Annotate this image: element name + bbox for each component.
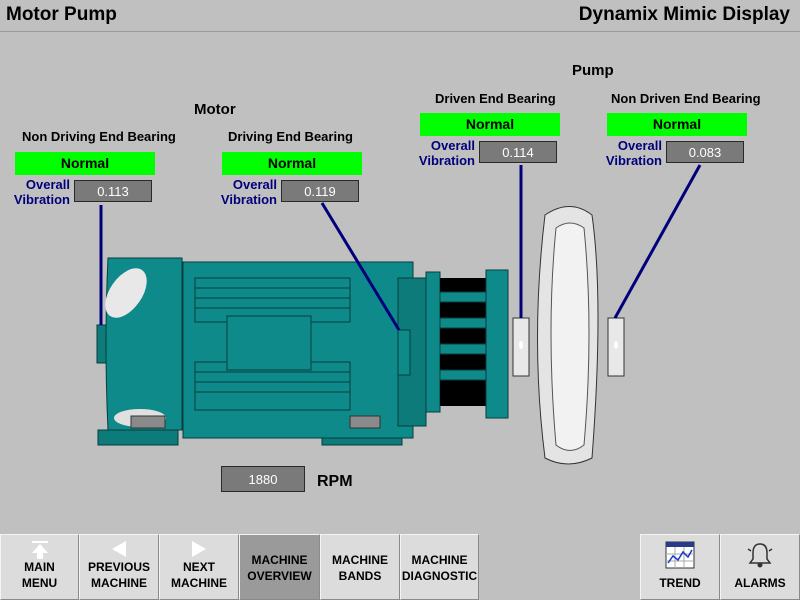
fan-highlight-top bbox=[105, 268, 147, 318]
vibration-value-de[interactable]: 0.119 bbox=[281, 180, 359, 202]
machine-diagnostic-label: MACHINE DIAGNOSTIC bbox=[401, 553, 478, 583]
motor-foot-left bbox=[97, 429, 179, 446]
coupling-hub-left bbox=[425, 271, 441, 413]
main-menu-button[interactable]: MAIN MENU bbox=[0, 534, 79, 600]
link-line-de-bearing bbox=[320, 202, 401, 331]
next-machine-button[interactable]: NEXT MACHINE bbox=[159, 534, 239, 600]
coupling-hub-right bbox=[485, 269, 509, 419]
vibration-value-nde[interactable]: 0.113 bbox=[74, 180, 152, 202]
main-menu-label: MAIN MENU bbox=[21, 560, 58, 590]
previous-machine-label: PREVIOUS MACHINE bbox=[87, 560, 150, 590]
previous-machine-button[interactable]: PREVIOUS MACHINE bbox=[79, 534, 159, 600]
rpm-label: RPM bbox=[317, 473, 353, 490]
trend-label: TREND bbox=[659, 576, 701, 590]
pump-section-label: Pump bbox=[572, 62, 614, 79]
motor-plate-left bbox=[130, 415, 166, 429]
machine-overview-tab[interactable]: MACHINE OVERVIEW bbox=[239, 534, 320, 600]
machine-bands-label: MACHINE BANDS bbox=[332, 553, 388, 583]
link-line-non-driven-end bbox=[613, 164, 702, 319]
vibration-value-non-driven-end[interactable]: 0.083 bbox=[666, 141, 744, 163]
bearing-name-de: Driving End Bearing bbox=[228, 129, 353, 144]
trend-button[interactable]: TREND bbox=[640, 534, 720, 600]
motor-pump-mimic bbox=[96, 164, 702, 465]
alarms-button[interactable]: ALARMS bbox=[720, 534, 800, 600]
status-badge-de[interactable]: Normal bbox=[222, 152, 362, 175]
machine-overview-label: MACHINE OVERVIEW bbox=[247, 553, 312, 583]
status-badge-driven-end[interactable]: Normal bbox=[420, 113, 560, 136]
bearing-name-nde: Non Driving End Bearing bbox=[22, 129, 176, 144]
next-machine-label: NEXT MACHINE bbox=[171, 560, 227, 590]
page-title: Motor Pump bbox=[6, 4, 117, 25]
machine-bands-tab[interactable]: MACHINE BANDS bbox=[320, 534, 400, 600]
status-badge-nde[interactable]: Normal bbox=[15, 152, 155, 175]
vibration-value-driven-end[interactable]: 0.114 bbox=[479, 141, 557, 163]
motor-section-label: Motor bbox=[194, 101, 236, 118]
motor-plate-right bbox=[349, 415, 381, 429]
trend-chart-icon bbox=[665, 541, 695, 569]
bearing-name-non-driven-end: Non Driven End Bearing bbox=[611, 91, 761, 106]
machine-diagnostic-tab[interactable]: MACHINE DIAGNOSTIC bbox=[400, 534, 479, 600]
status-badge-non-driven-end[interactable]: Normal bbox=[607, 113, 747, 136]
home-up-arrow-icon bbox=[31, 541, 48, 559]
rpm-value[interactable]: 1880 bbox=[221, 466, 305, 492]
right-arrow-icon bbox=[192, 541, 206, 557]
pump-volute bbox=[550, 222, 590, 451]
app-title: Dynamix Mimic Display bbox=[578, 4, 790, 25]
bearing-name-driven-end: Driven End Bearing bbox=[435, 91, 556, 106]
motor-terminal-box bbox=[226, 315, 312, 371]
alarm-bell-icon bbox=[747, 543, 773, 568]
header-bar: Motor Pump Dynamix Mimic Display bbox=[0, 0, 800, 32]
alarms-label: ALARMS bbox=[734, 576, 786, 590]
left-arrow-icon bbox=[112, 541, 126, 557]
